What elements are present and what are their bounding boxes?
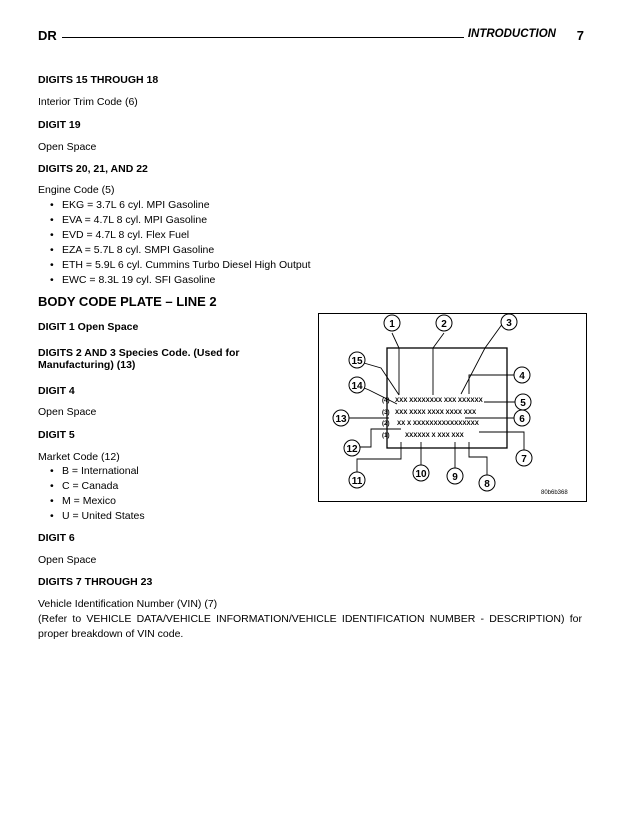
callout-15	[348, 351, 366, 369]
text-vin-reference: (Refer to VEHICLE DATA/VEHICLE INFORMATI…	[38, 613, 582, 640]
row-1-text: XXXXXX X XXX XXX	[405, 432, 465, 439]
svg-text:10: 10	[415, 469, 427, 480]
text-market-code: Market Code (12)	[38, 451, 120, 463]
heading-digits-7-23: DIGITS 7 THROUGH 23	[38, 576, 153, 588]
svg-text:7: 7	[521, 454, 527, 465]
callout-6	[513, 409, 531, 427]
svg-text:9: 9	[452, 472, 458, 483]
list-item: •B = International	[50, 465, 139, 477]
heading-digit-4: DIGIT 4	[38, 385, 75, 397]
text-interior-trim: Interior Trim Code (6)	[38, 96, 138, 108]
svg-text:11: 11	[352, 476, 363, 487]
callout-2	[435, 314, 453, 332]
row-4-text: XXX XXXXXXXX XXX XXXXXX	[395, 397, 484, 404]
header-left: DR	[38, 28, 57, 43]
svg-text:2: 2	[441, 319, 447, 330]
svg-text:14: 14	[351, 381, 363, 392]
svg-text:5: 5	[520, 398, 526, 409]
svg-text:13: 13	[335, 414, 347, 425]
heading-digit-5: DIGIT 5	[38, 429, 75, 441]
heading-digit-19: DIGIT 19	[38, 119, 81, 131]
heading-digits-20-22: DIGITS 20, 21, AND 22	[38, 163, 148, 175]
callout-3	[500, 314, 518, 331]
list-item: •EWC = 8.3L 19 cyl. SFI Gasoline	[50, 274, 216, 286]
list-item: •ETH = 5.9L 6 cyl. Cummins Turbo Diesel …	[50, 259, 311, 271]
text-vin: Vehicle Identification Number (VIN) (7)	[38, 598, 218, 610]
page-number: 7	[576, 28, 584, 43]
list-item: •EVD = 4.7L 8 cyl. Flex Fuel	[50, 229, 190, 241]
callout-13	[332, 409, 350, 427]
svg-text:8: 8	[484, 479, 490, 490]
callout-11	[348, 471, 366, 489]
header-section: INTRODUCTION	[467, 28, 556, 40]
callout-1	[383, 314, 401, 332]
svg-text:6: 6	[519, 414, 525, 425]
text-open-space-6: Open Space	[38, 554, 97, 566]
row-3-text: XXX XXXX XXXX XXXX XXX	[395, 409, 477, 416]
heading-digits-15-18: DIGITS 15 THROUGH 18	[38, 74, 159, 86]
text-open-space-19: Open Space	[38, 141, 97, 153]
svg-text:4: 4	[519, 371, 525, 382]
row-2-label: (2)	[382, 420, 390, 427]
callout-12	[343, 439, 361, 457]
list-item: •C = Canada	[50, 480, 119, 492]
text-engine-code: Engine Code (5)	[38, 184, 115, 196]
heading-digit-1: DIGIT 1 Open Space	[38, 321, 139, 333]
svg-text:1: 1	[389, 319, 395, 330]
callout-7	[515, 449, 533, 467]
callout-14	[348, 376, 366, 394]
heading-digits-2-3-line1: DIGITS 2 AND 3 Species Code. (Used for	[38, 347, 240, 359]
list-item: •M = Mexico	[50, 495, 116, 507]
callout-9	[446, 467, 464, 485]
heading-digit-6: DIGIT 6	[38, 532, 75, 544]
page-header: DR INTRODUCTION 7	[38, 28, 586, 46]
heading-digits-2-3-line2: Manufacturing) (13)	[38, 359, 136, 371]
header-rule	[62, 37, 464, 38]
callout-4	[513, 366, 531, 384]
row-3-label: (3)	[382, 409, 390, 416]
svg-text:12: 12	[346, 444, 358, 455]
callout-10	[412, 464, 430, 482]
svg-text:15: 15	[351, 356, 363, 367]
row-1-label: (1)	[382, 432, 390, 439]
section-title: BODY CODE PLATE – LINE 2	[38, 294, 217, 309]
list-item: •EZA = 5.7L 8 cyl. SMPI Gasoline	[50, 244, 215, 256]
plate-outline	[386, 347, 508, 449]
text-open-space-4: Open Space	[38, 406, 97, 418]
list-item: •EVA = 4.7L 8 cyl. MPI Gasoline	[50, 214, 208, 226]
body-code-plate-figure: (4) XXX XXXXXXXX XXX XXXXXX (3) XXX XXXX…	[318, 313, 587, 502]
list-item: •EKG = 3.7L 6 cyl. MPI Gasoline	[50, 199, 210, 211]
row-4-label: (4)	[382, 397, 390, 404]
figure-id: 80b6b368	[541, 490, 568, 496]
list-item: •U = United States	[50, 510, 145, 522]
callout-8	[478, 474, 496, 492]
row-2-text: XX X XXXXXXXXXXXXXXXX	[397, 420, 480, 427]
svg-text:3: 3	[506, 318, 512, 329]
